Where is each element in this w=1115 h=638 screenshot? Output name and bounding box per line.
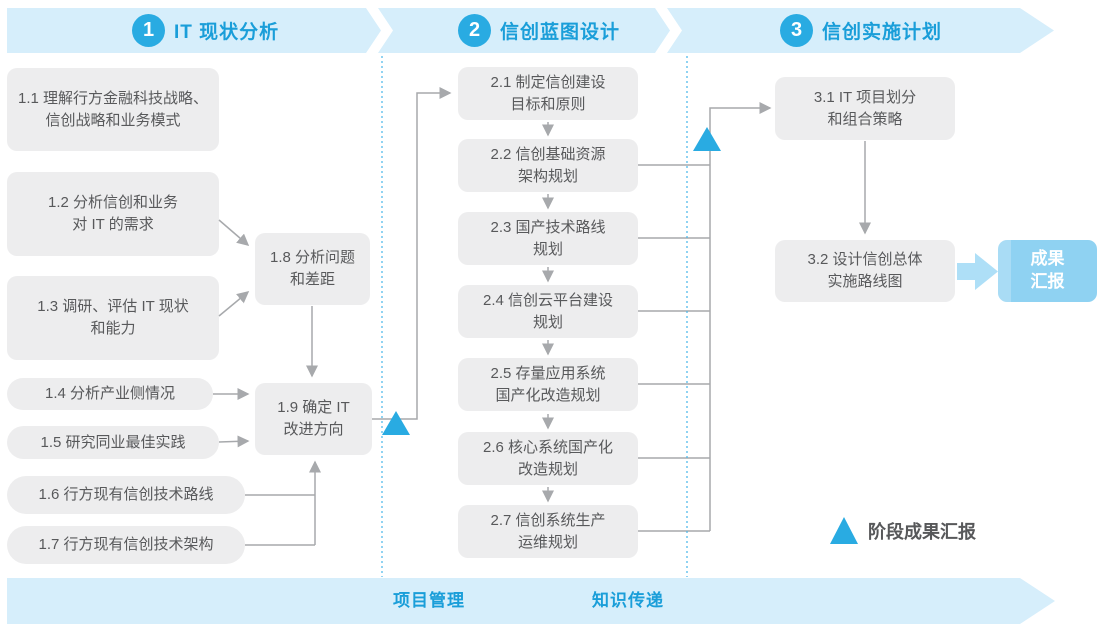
step-box-2-2: 2.2 信创基础资源 架构规划 <box>458 139 638 192</box>
step-box-1-3: 1.3 调研、评估 IT 现状 和能力 <box>7 276 219 360</box>
legend-milestone-label: 阶段成果汇报 <box>868 522 976 542</box>
step-box-1-7: 1.7 行方现有信创技术架构 <box>7 526 245 564</box>
milestone-triangle-icon <box>693 127 721 151</box>
step-box-2-5: 2.5 存量应用系统 国产化改造规划 <box>458 358 638 411</box>
phase-2-title: 信创蓝图设计 <box>500 22 621 43</box>
phase-2-header: 2 信创蓝图设计 <box>458 8 620 53</box>
step-box-1-9: 1.9 确定 IT 改进方向 <box>255 383 372 455</box>
footer-label-knowledge-transfer: 知识传递 <box>592 591 664 610</box>
footer-label-project-management: 项目管理 <box>393 591 465 610</box>
phase-3-title: 信创实施计划 <box>822 22 943 43</box>
phase-1-title: IT 现状分析 <box>174 22 280 43</box>
phase-2-number-badge: 2 <box>458 14 491 47</box>
footer-arrow-band: 项目管理 知识传递 <box>7 578 1055 624</box>
step-box-1-1: 1.1 理解行方金融科技战略、 信创战略和业务模式 <box>7 68 219 151</box>
step-box-1-6: 1.6 行方现有信创技术路线 <box>7 476 245 514</box>
step-box-1-4: 1.4 分析产业侧情况 <box>7 378 213 410</box>
deliverable-box: 成果 汇报 <box>998 240 1097 302</box>
step-box-3-2: 3.2 设计信创总体 实施路线图 <box>775 240 955 302</box>
step-box-2-3: 2.3 国产技术路线 规划 <box>458 212 638 265</box>
phase-1-header: 1 IT 现状分析 <box>132 8 279 53</box>
milestone-triangle-icon <box>382 411 410 435</box>
thick-arrow-icon <box>957 253 998 290</box>
step-box-1-5: 1.5 研究同业最佳实践 <box>7 426 219 459</box>
phase-3-number-badge: 3 <box>780 14 813 47</box>
step-box-2-4: 2.4 信创云平台建设 规划 <box>458 285 638 338</box>
phase-1-number-badge: 1 <box>132 14 165 47</box>
step-box-2-7: 2.7 信创系统生产 运维规划 <box>458 505 638 558</box>
step-box-1-8: 1.8 分析问题 和差距 <box>255 233 370 305</box>
step-box-1-2: 1.2 分析信创和业务 对 IT 的需求 <box>7 172 219 256</box>
step-box-3-1: 3.1 IT 项目划分 和组合策略 <box>775 77 955 140</box>
header-arrow-band <box>7 8 1054 53</box>
step-box-2-1: 2.1 制定信创建设 目标和原则 <box>458 67 638 120</box>
phase-3-header: 3 信创实施计划 <box>780 8 942 53</box>
legend-milestone-triangle-icon <box>830 517 858 544</box>
step-box-2-6: 2.6 核心系统国产化 改造规划 <box>458 432 638 485</box>
